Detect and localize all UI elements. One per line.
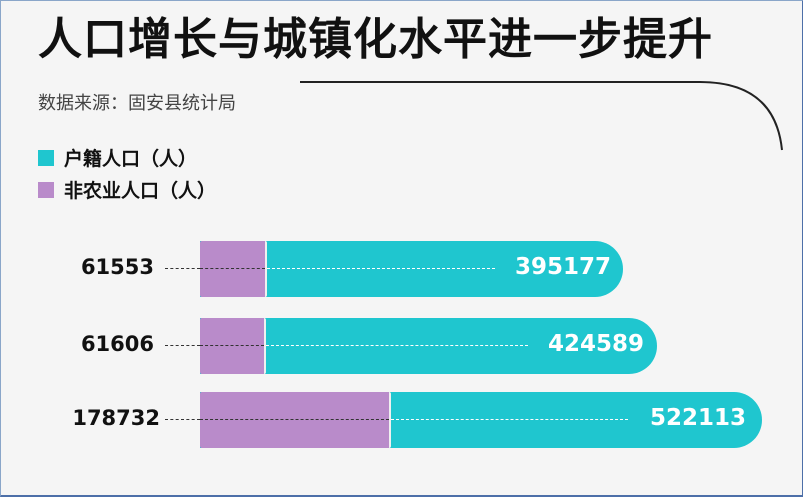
legend-swatch-purple	[38, 181, 54, 198]
non-agri-value: 61606	[80, 332, 154, 356]
non-agri-bar	[200, 318, 266, 374]
bar-row: 61553 395177	[0, 241, 803, 297]
leader-line	[165, 419, 200, 420]
chart-title: 人口增长与城镇化水平进一步提升	[38, 14, 713, 65]
registered-bar	[200, 318, 657, 374]
leader-line	[391, 419, 628, 420]
registered-bar	[200, 241, 623, 297]
registered-value: 424589	[548, 331, 645, 357]
non-agri-value: 178732	[72, 406, 160, 430]
registered-value: 522113	[650, 405, 747, 431]
bar-row: 61606 424589	[0, 318, 803, 374]
leader-line	[165, 345, 200, 346]
leader-line	[200, 419, 389, 420]
legend-item-non-agri: 非农业人口（人）	[38, 176, 216, 203]
legend-label: 非农业人口（人）	[64, 180, 217, 202]
leader-line	[266, 345, 528, 346]
non-agri-bar	[200, 392, 391, 448]
legend-label: 户籍人口（人）	[64, 148, 198, 170]
legend-swatch-teal	[38, 149, 54, 166]
leader-line	[200, 345, 264, 346]
leader-line	[165, 268, 200, 269]
leader-line	[200, 268, 265, 269]
data-source: 数据来源：固安县统计局	[38, 93, 236, 114]
legend-item-registered: 户籍人口（人）	[38, 144, 197, 171]
registered-value: 395177	[515, 254, 612, 280]
non-agri-value: 61553	[80, 255, 154, 279]
leader-line	[267, 268, 495, 269]
bar-row: 178732 522113	[0, 392, 803, 448]
non-agri-bar	[200, 241, 267, 297]
